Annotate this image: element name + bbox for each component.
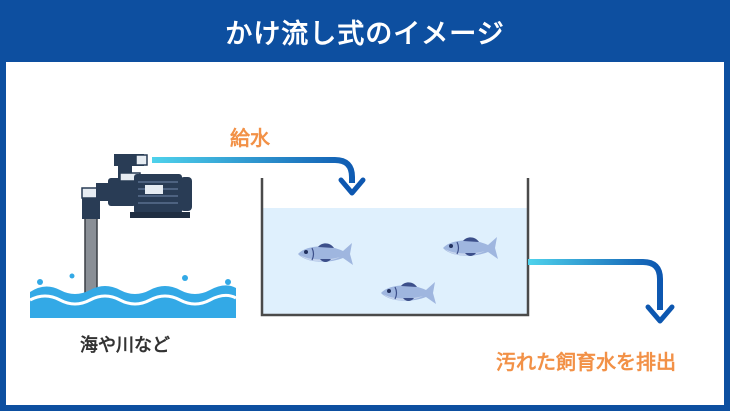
drain-label: 汚れた飼育水を排出 <box>496 350 676 374</box>
pump-icon <box>108 172 192 218</box>
drain-arrow-icon <box>528 259 675 324</box>
water-supply-label: 給水 <box>230 126 270 150</box>
supply-arrow-icon <box>152 157 366 196</box>
page-title: かけ流し式のイメージ <box>225 18 505 50</box>
water-source-label: 海や川など <box>80 335 170 356</box>
wave-icon <box>29 273 237 318</box>
